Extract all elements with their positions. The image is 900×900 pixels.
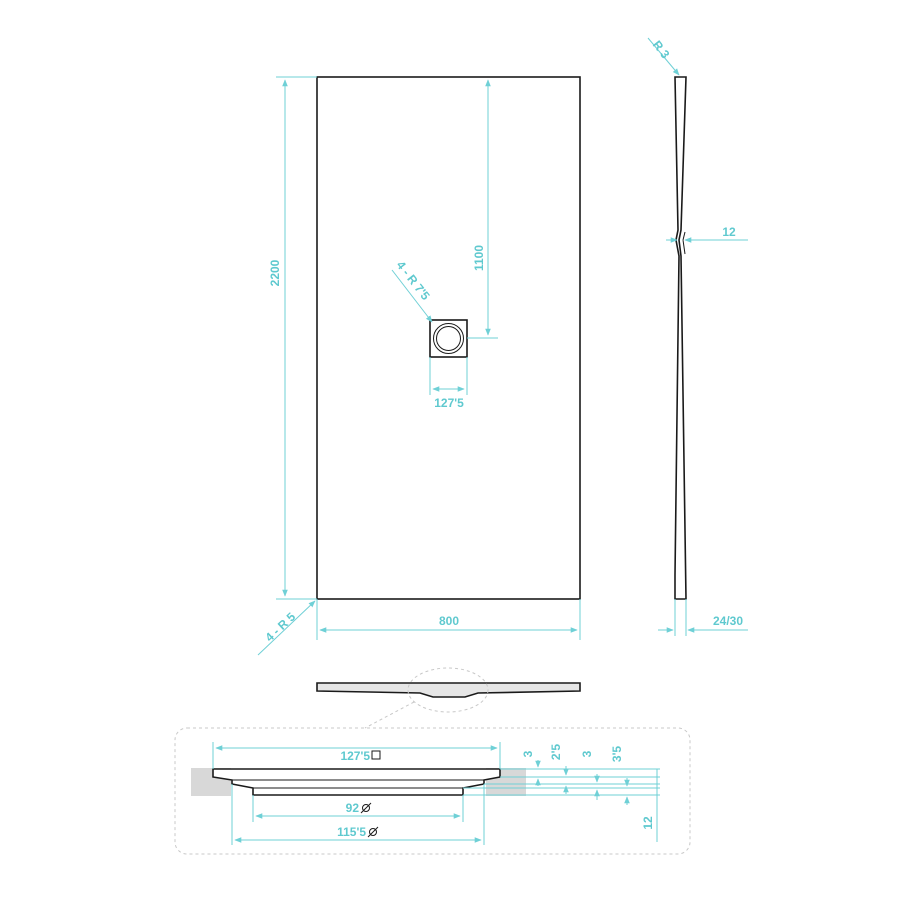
inner-diameter-dimension: 92	[252, 795, 464, 822]
detail-frame	[174, 727, 691, 855]
thickness-dimension: 24/30	[658, 599, 748, 636]
top-radius-label: R 3	[650, 38, 673, 62]
drain-depth-dimension: 12	[666, 225, 748, 243]
flange-diameter-label: 115'5	[337, 825, 366, 839]
plan-view: 2200 1100 4 - R 7'5 127'5 800	[257, 76, 581, 656]
drain-width-dimension: 127'5	[429, 357, 468, 410]
diameter-symbol-icon	[360, 802, 372, 814]
square-symbol-icon	[371, 750, 381, 760]
thickness-label: 24/30	[713, 614, 743, 628]
step-label-3: 3	[580, 750, 594, 757]
detail-circle	[407, 667, 489, 713]
drain-radius-label: 4 - R 7'5	[394, 258, 433, 303]
drain-detail: 127'5 92 115'5	[174, 727, 691, 855]
drain-offset-label: 1100	[472, 245, 486, 271]
drain-radius-callout: 4 - R 7'5	[391, 258, 433, 323]
top-radius-callout: R 3	[647, 37, 680, 76]
outer-width-label: 127'5	[340, 749, 370, 763]
shower-tray-outline	[316, 76, 581, 600]
drain-width-label: 127'5	[434, 396, 464, 410]
drain-depth-label: 12	[722, 225, 736, 239]
diameter-symbol-icon	[367, 826, 379, 838]
length-label: 2200	[268, 259, 282, 286]
step-label-1: 3	[521, 750, 535, 757]
flange-diameter-dimension: 115'5	[231, 784, 485, 845]
drain-section-profile	[212, 768, 501, 796]
width-label: 800	[439, 614, 459, 628]
step-label-2: 2'5	[549, 744, 563, 761]
step-label-4: 3'5	[610, 746, 624, 763]
corner-radius-label: 4 - R 5	[262, 609, 298, 644]
tray-side-profile	[674, 76, 687, 600]
tray-front-profile	[316, 682, 581, 698]
inner-diameter-label: 92	[346, 801, 360, 815]
step-reference-lines	[463, 768, 660, 796]
drain-offset-dimension: 1100	[467, 79, 498, 339]
front-elevation	[316, 667, 581, 729]
side-view: R 3 12 24/30	[647, 37, 748, 636]
step-dimensions: 3 2'5 3 3'5 12	[521, 744, 658, 842]
width-dimension: 800	[316, 599, 581, 640]
depth-label: 12	[641, 816, 655, 830]
outer-width-dimension: 127'5	[212, 742, 501, 769]
drain-icon	[429, 319, 468, 358]
length-dimension: 2200	[268, 76, 317, 600]
corner-radius-callout: 4 - R 5	[257, 600, 316, 656]
